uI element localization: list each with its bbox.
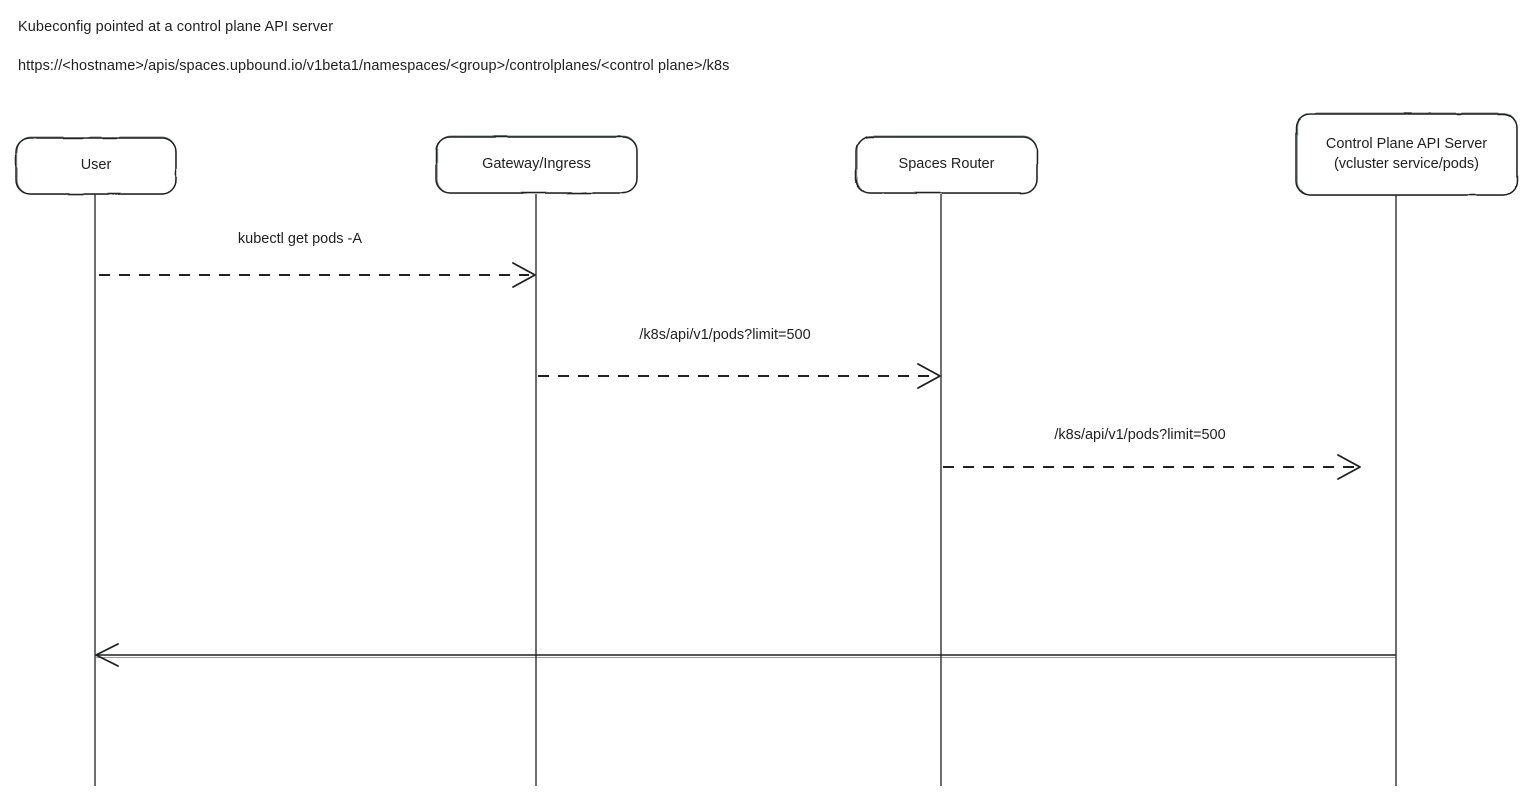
box-outline-secondary: [436, 135, 638, 194]
box-outline-primary: [435, 136, 638, 194]
arrowhead: [917, 363, 941, 389]
message-msg-3: [943, 454, 1361, 480]
message-label-msg-3: /k8s/api/v1/pods?limit=500: [1054, 427, 1226, 443]
arrowhead: [512, 262, 536, 288]
participant-box-user[interactable]: [15, 136, 177, 195]
participant-box-gateway[interactable]: [435, 135, 638, 194]
box-outline-secondary: [856, 135, 1038, 194]
message-label-msg-2: /k8s/api/v1/pods?limit=500: [639, 327, 811, 343]
message-label-msg-1: kubectl get pods -A: [237, 231, 363, 247]
box-outline-secondary: [16, 136, 177, 195]
message-msg-1: [99, 262, 536, 288]
box-outline-secondary: [1296, 112, 1518, 196]
lifelines-group: [94, 194, 1397, 786]
arrowhead: [95, 643, 119, 667]
note-kubeconfig: Kubeconfig pointed at a control plane AP…: [18, 19, 334, 35]
box-outline-primary: [855, 136, 1038, 194]
message-arrows-group: [95, 262, 1396, 667]
box-outline-primary: [1295, 113, 1518, 196]
note-api-url: https://<hostname>/apis/spaces.upbound.i…: [18, 58, 730, 74]
message-msg-4: [95, 643, 1396, 667]
participant-boxes-group: [15, 112, 1518, 196]
message-msg-2: [538, 363, 941, 389]
participant-box-control-plane[interactable]: [1295, 112, 1518, 196]
box-outline-primary: [15, 137, 177, 195]
participant-box-spaces-router[interactable]: [855, 135, 1038, 194]
arrowhead: [1337, 454, 1361, 480]
